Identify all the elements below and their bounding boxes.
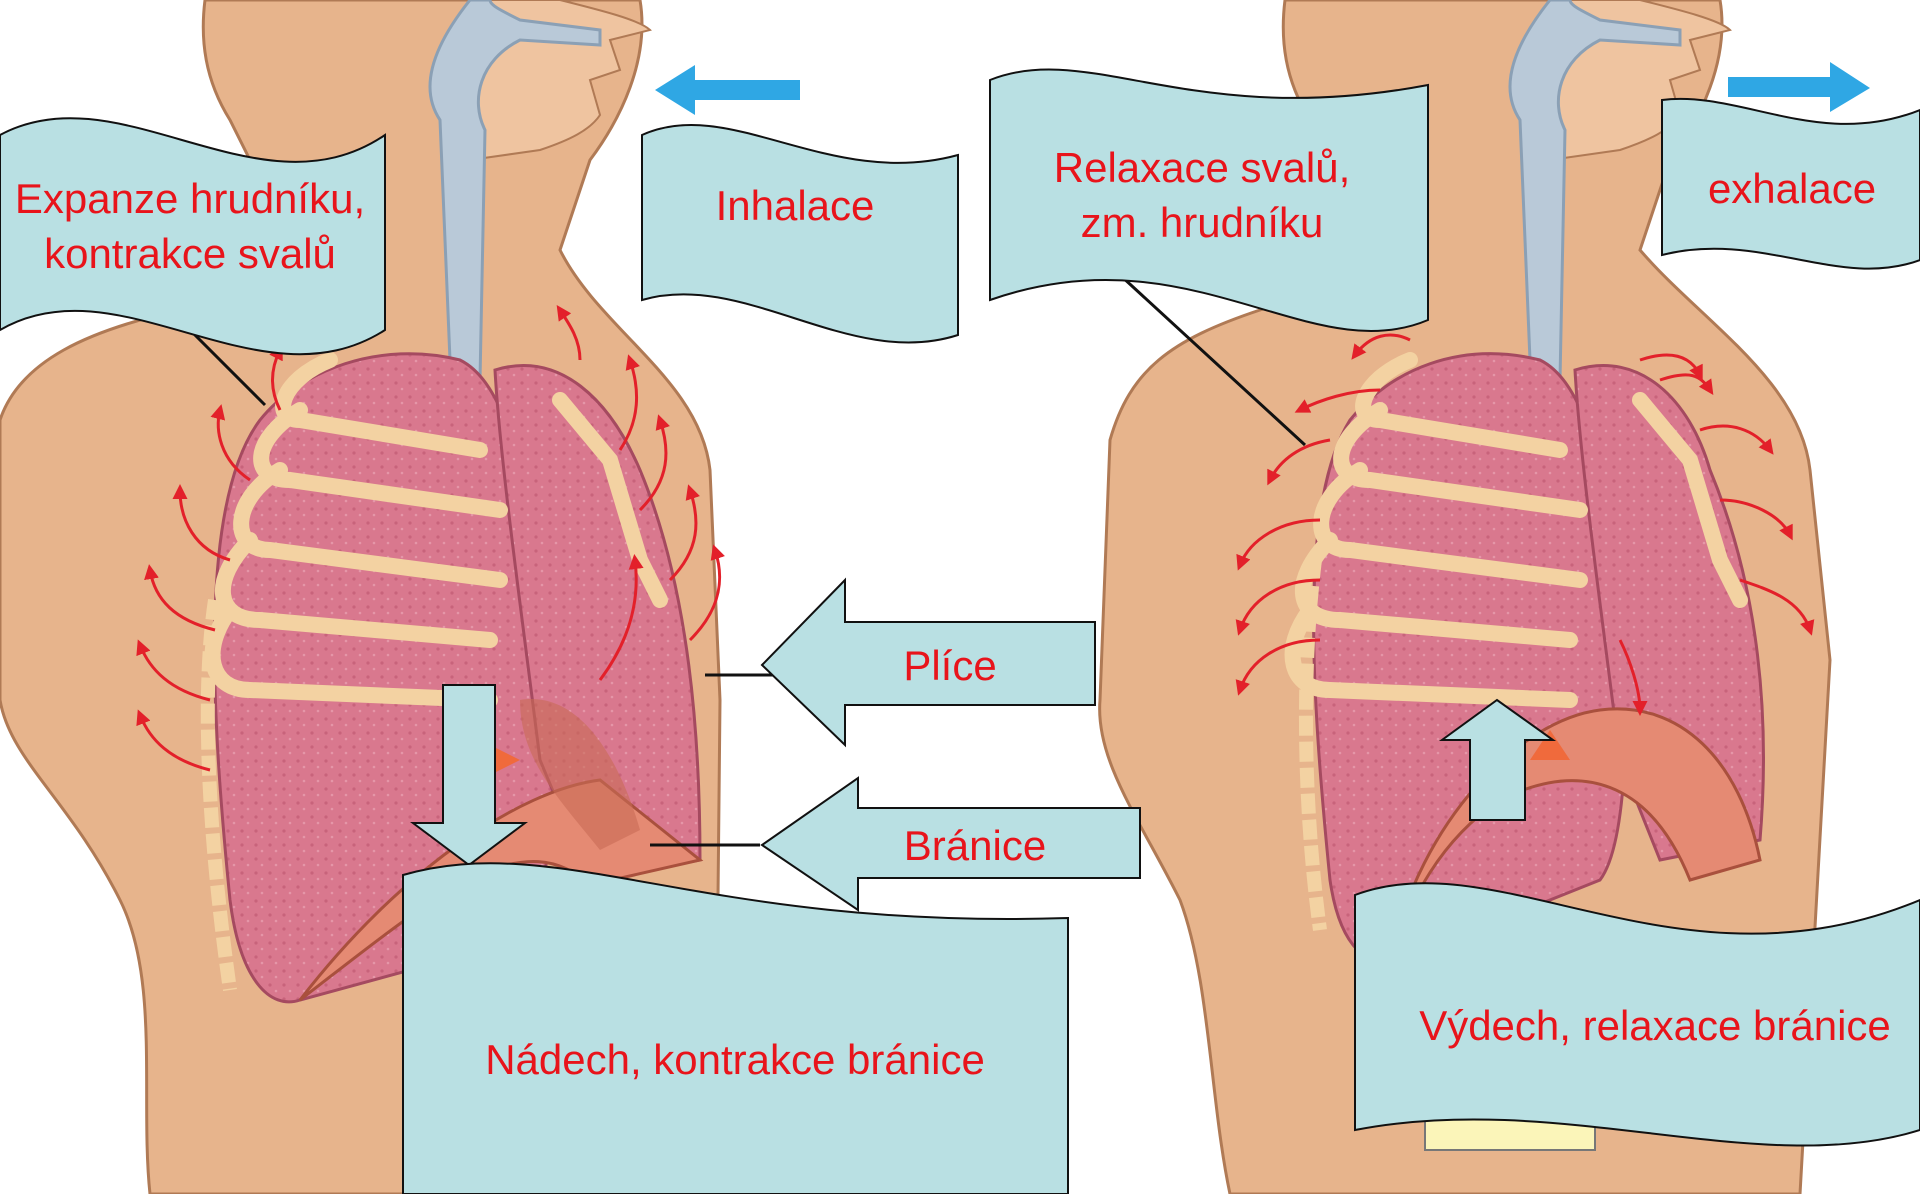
left-arrow-icon: [655, 65, 800, 115]
svg-text:exhalace: exhalace: [1708, 165, 1876, 212]
label-exhale-diaphragm: Výdech, relaxace bránice: [1355, 883, 1920, 1145]
svg-text:Nádech, kontrakce bránice: Nádech, kontrakce bránice: [485, 1036, 985, 1083]
svg-text:Expanze hrudníku,: Expanze hrudníku,: [15, 175, 365, 222]
svg-text:Výdech, relaxace bránice: Výdech, relaxace bránice: [1419, 1002, 1891, 1049]
label-inhale-diaphragm: Nádech, kontrakce bránice: [403, 863, 1068, 1194]
svg-text:zm. hrudníku: zm. hrudníku: [1081, 199, 1324, 246]
right-lung-right: [1314, 354, 1626, 963]
svg-text:Plíce: Plíce: [903, 642, 996, 689]
label-inhalation: Inhalace: [642, 125, 958, 343]
label-diaphragm: Bránice: [762, 778, 1140, 910]
label-exhalation-muscles: Relaxace svalů, zm. hrudníku: [990, 69, 1428, 331]
svg-text:Inhalace: Inhalace: [716, 182, 875, 229]
svg-text:Bránice: Bránice: [904, 822, 1046, 869]
svg-text:Relaxace svalů,: Relaxace svalů,: [1054, 144, 1350, 191]
label-lungs: Plíce: [762, 580, 1095, 745]
label-exhalation: exhalace: [1662, 99, 1920, 269]
right-arrow-icon: [1728, 62, 1870, 112]
svg-text:kontrakce svalů: kontrakce svalů: [44, 230, 336, 277]
